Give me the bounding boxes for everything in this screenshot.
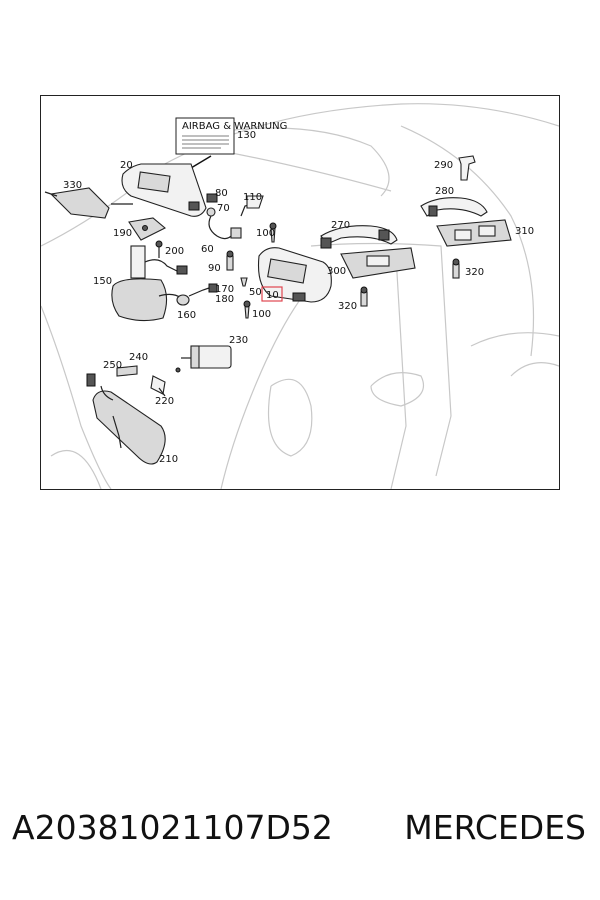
callout-240: 240 <box>129 352 148 363</box>
callout-150: 150 <box>93 276 112 287</box>
interior-mirror-150 <box>111 245 218 322</box>
callout-110: 110 <box>243 192 262 203</box>
callout-130: 130 <box>237 130 256 141</box>
screws-and-clips <box>226 222 277 319</box>
callout-190: 190 <box>113 228 132 239</box>
screw-200 <box>155 240 163 258</box>
visor-clip-330 <box>44 187 133 219</box>
callout-310: 310 <box>515 226 534 237</box>
callout-330: 330 <box>63 180 82 191</box>
callout-70: 70 <box>217 203 230 214</box>
callout-290: 290 <box>434 160 453 171</box>
callout-200: 200 <box>165 246 184 257</box>
visor-mount-cluster <box>206 193 264 240</box>
label-sheet-line: AIRBAG & WARNUNG <box>182 121 287 132</box>
callout-90: 90 <box>208 263 221 274</box>
adhesive-tube-230 <box>175 345 232 373</box>
callout-280: 280 <box>435 186 454 197</box>
callout-160: 160 <box>177 310 196 321</box>
callout-300: 300 <box>327 266 346 277</box>
callout-180: 180 <box>215 294 234 305</box>
callout-100-lower: 100 <box>252 309 271 320</box>
grab-handles <box>320 155 512 279</box>
warning-label-130: AIRBAG & WARNUNG <box>175 117 287 175</box>
callout-100-upper: 100 <box>256 228 275 239</box>
parts-diagram: AIRBAG & WARNUNG <box>40 95 560 490</box>
callout-210: 210 <box>159 454 178 465</box>
callout-50: 50 <box>249 287 262 298</box>
callout-220: 220 <box>155 396 174 407</box>
highlight-box-10 <box>261 286 283 302</box>
callout-270: 270 <box>331 220 350 231</box>
part-footer: A20381021107D52 MERCEDES <box>0 808 600 858</box>
callout-80: 80 <box>215 188 228 199</box>
screws-320 <box>360 258 460 307</box>
part-number: A20381021107D52 <box>12 808 333 847</box>
exploded-view-drawing: AIRBAG & WARNUNG <box>41 103 559 489</box>
callout-230: 230 <box>229 335 248 346</box>
mount-190 <box>128 217 166 241</box>
callout-20: 20 <box>120 160 133 171</box>
callout-320-lower: 320 <box>338 301 357 312</box>
callout-60: 60 <box>201 244 214 255</box>
callout-numbers: 130 20 330 190 200 150 160 80 70 60 110 … <box>63 130 534 465</box>
interior-mirror-210 <box>86 365 166 465</box>
sun-visor-10 <box>257 247 332 303</box>
callout-320-upper: 320 <box>465 267 484 278</box>
sun-visor-20 <box>121 163 207 217</box>
callout-170: 170 <box>215 284 234 295</box>
callout-10: 10 <box>266 290 279 301</box>
callout-250: 250 <box>103 360 122 371</box>
brand-name: MERCEDES <box>404 808 586 847</box>
